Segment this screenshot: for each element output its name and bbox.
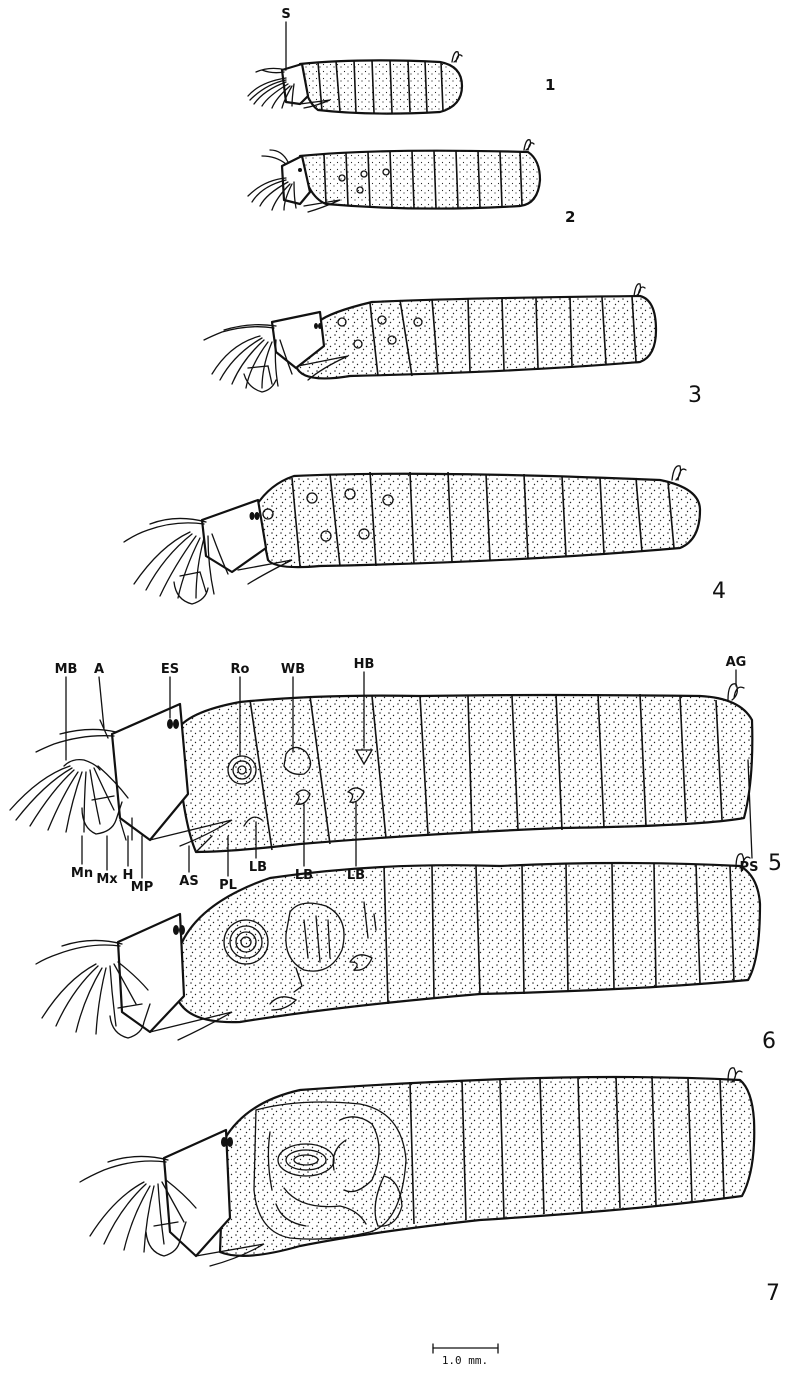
label-mp: MP [131, 880, 153, 895]
figure-number-2: 2 [565, 208, 575, 226]
label-mb: MB [55, 662, 78, 677]
label-es: ES [161, 662, 179, 677]
label-lb: LB [295, 868, 313, 883]
figure-number-1: 1 [545, 76, 555, 94]
larva-figure-1 [248, 22, 462, 114]
label-s: S [281, 7, 290, 22]
label-wb: WB [281, 662, 305, 677]
scale-bar: 1.0 mm. [433, 1344, 498, 1367]
label-ag: AG [726, 655, 747, 670]
figure-number-6: 6 [762, 1029, 776, 1054]
label-mn: Mn [71, 866, 93, 881]
label-pl: PL [219, 878, 237, 893]
label-a: A [94, 662, 104, 677]
label-ps: PS [740, 860, 759, 875]
larva-figure-2 [248, 140, 540, 212]
larva-figure-5 [10, 670, 752, 878]
label-as: AS [179, 874, 198, 889]
label-hb: HB [354, 657, 375, 672]
figure-number-3: 3 [688, 383, 702, 408]
label-lb: LB [347, 868, 365, 883]
label-mx: Mx [96, 872, 118, 887]
label-ro: Ro [231, 662, 250, 677]
figure-number-4: 4 [712, 579, 726, 604]
label-lb: LB [249, 860, 267, 875]
larva-figure-4 [124, 466, 700, 604]
figure-number-7: 7 [766, 1281, 780, 1306]
larva-figure-3 [204, 284, 656, 392]
larva-figure-7 [80, 1068, 754, 1266]
scale-bar-label: 1.0 mm. [442, 1354, 488, 1367]
figure-number-5: 5 [768, 851, 782, 876]
